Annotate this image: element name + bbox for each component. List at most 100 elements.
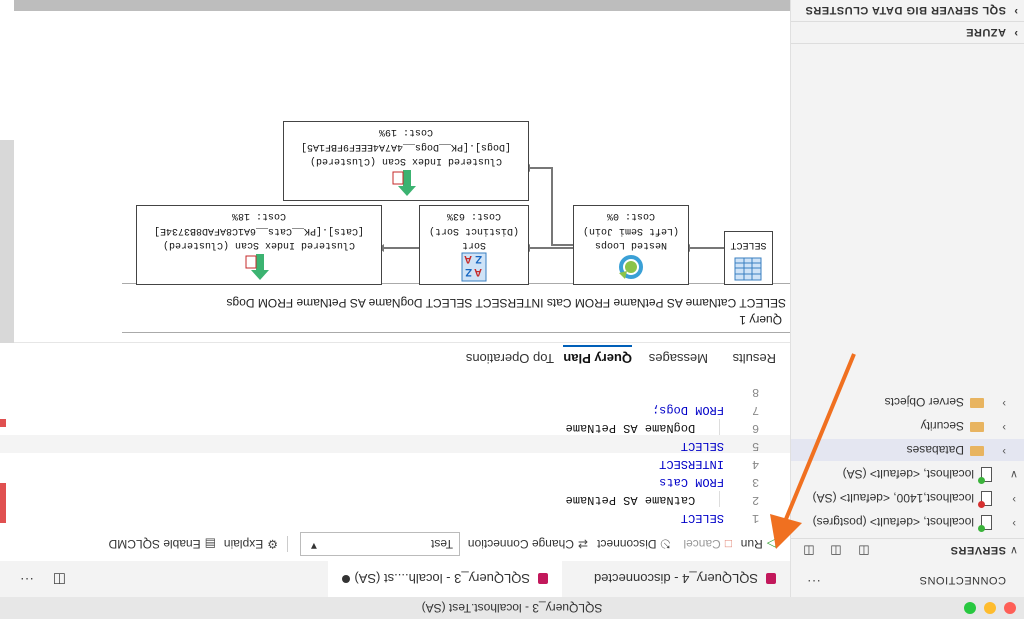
- database-select[interactable]: Test ▼: [300, 532, 460, 556]
- horizontal-scrollbar[interactable]: [14, 0, 790, 11]
- split-editor-icon[interactable]: ◫: [52, 572, 66, 588]
- query-toolbar: ▷Run □Cancel ⎋Disconnect ⇄Change Connect…: [0, 526, 790, 561]
- section-label: AZURE: [965, 26, 1006, 38]
- disconnect-button[interactable]: ⎋Disconnect: [597, 536, 670, 551]
- folder-icon: [970, 398, 984, 408]
- database-icon: [538, 573, 548, 584]
- query-info: Query 1 SELECT CatName AS PetName FROM C…: [122, 283, 790, 333]
- enable-sqlcmd-button[interactable]: ▤Enable SQLCMD: [109, 537, 216, 551]
- database-icon: [766, 573, 776, 584]
- overview-ruler-marks: [0, 419, 6, 427]
- code-text: INTERSECT: [659, 457, 724, 471]
- chevron-right-icon[interactable]: ›: [1013, 5, 1018, 17]
- code-text: SELECT: [680, 511, 724, 525]
- title-bar: SQLQuery_3 - localhost.Test (SA): [0, 596, 1024, 619]
- node-cost: Cost: 18%: [232, 210, 287, 221]
- nested-loops-icon: [619, 255, 643, 279]
- results-tabs: Results Messages Query Plan Top Operatio…: [0, 342, 790, 379]
- chevron-right-icon[interactable]: ›: [1002, 397, 1006, 409]
- window-title: SQLQuery_3 - localhost.Test (SA): [421, 601, 603, 615]
- stop-icon: □: [724, 537, 732, 551]
- cancel-button[interactable]: □Cancel: [683, 537, 732, 551]
- change-connection-label: Change Connection: [467, 537, 574, 551]
- overview-ruler-marks: [0, 483, 6, 523]
- explain-button[interactable]: ⚙Explain: [224, 537, 278, 551]
- tab-sqlquery-4[interactable]: SQLQuery_4 - disconnected: [562, 561, 790, 597]
- explain-label: Explain: [223, 537, 264, 551]
- tab-sqlquery-3[interactable]: SQLQuery_3 - localh....st (SA): [328, 561, 562, 597]
- connections-label: CONNECTIONS: [919, 574, 1006, 586]
- big-data-clusters-section-header[interactable]: › SQL SERVER BIG DATA CLUSTERS: [791, 0, 1024, 22]
- chevron-right-icon[interactable]: ›: [1012, 493, 1016, 505]
- plug-icon: ⎋: [660, 537, 671, 551]
- chevron-right-icon[interactable]: ›: [1002, 421, 1006, 433]
- more-actions-icon[interactable]: ···: [807, 574, 821, 590]
- servers-label: SERVERS: [950, 544, 1006, 556]
- azure-section-header[interactable]: › AZURE: [791, 21, 1024, 44]
- node-detail: [Dogs].[PK__Dogs__4A7A4EEEF9FBF1A5]: [300, 141, 512, 152]
- svg-text:A: A: [474, 266, 482, 278]
- tab-query-plan[interactable]: Query Plan: [563, 345, 632, 366]
- svg-text:A: A: [464, 253, 472, 265]
- code-text: DogName AS PetName: [565, 421, 724, 435]
- plan-node-cats-clustered-index-scan[interactable]: Clustered Index Scan (Clustered) [Cats].…: [136, 205, 382, 285]
- node-cost: Cost: 19%: [379, 126, 434, 137]
- database-value: Test: [430, 537, 453, 551]
- svg-text:Z: Z: [475, 253, 482, 265]
- status-dot: [978, 501, 985, 508]
- node-label: SELECT: [730, 239, 767, 250]
- arrowhead: [770, 514, 802, 549]
- sqlcmd-icon: ▤: [204, 537, 216, 551]
- unsaved-dot-icon[interactable]: [342, 575, 350, 583]
- code-text: CatName AS PetName: [565, 493, 724, 507]
- select-table-icon: [735, 257, 762, 281]
- node-detail: (Distinct Sort): [429, 225, 520, 236]
- status-dot: [978, 477, 985, 484]
- tab-top-operations[interactable]: Top Operations: [465, 351, 554, 366]
- clustered-index-scan-icon: [392, 170, 416, 196]
- connector-arrow: [530, 167, 574, 246]
- chevron-right-icon[interactable]: ›: [1002, 445, 1006, 457]
- section-label: SQL SERVER BIG DATA CLUSTERS: [804, 4, 1006, 16]
- chevron-down-icon[interactable]: ∨: [1009, 544, 1018, 556]
- toolbar-divider: [287, 536, 288, 552]
- folder-icon: [970, 422, 984, 432]
- code-text: FROM Cats: [659, 475, 724, 489]
- tab-messages[interactable]: Messages: [648, 351, 708, 366]
- change-connection-button[interactable]: ⇄Change Connection: [468, 537, 588, 551]
- plan-node-dogs-clustered-index-scan[interactable]: Clustered Index Scan (Clustered) [Dogs].…: [283, 121, 529, 201]
- editor-tabs: SQLQuery_4 - disconnected SQLQuery_3 - l…: [0, 560, 790, 597]
- sort-icon: A Z Z A: [461, 252, 487, 282]
- clustered-index-scan-icon: [245, 254, 269, 280]
- disconnect-label: Disconnect: [597, 537, 657, 551]
- server-icon: [978, 491, 992, 508]
- node-name: Sort: [462, 239, 487, 250]
- tab-label: SQLQuery_4 - disconnected: [593, 571, 758, 586]
- chevron-right-icon[interactable]: ›: [1013, 27, 1018, 39]
- results-scrollbar[interactable]: [0, 140, 14, 343]
- plan-node-sort[interactable]: A Z Z A Sort (Distinct Sort) Cost: 63%: [419, 205, 529, 285]
- node-cost: Cost: 63%: [447, 210, 502, 221]
- query-title: Query 1: [739, 313, 782, 327]
- explain-icon: ⚙: [267, 537, 278, 551]
- folder-icon: [970, 446, 984, 456]
- svg-text:Z: Z: [465, 266, 472, 278]
- node-name: Clustered Index Scan (Clustered): [162, 239, 356, 250]
- chevron-down-icon: ▼: [309, 540, 319, 551]
- change-connection-icon: ⇄: [577, 537, 588, 551]
- code-text: SELECT: [680, 439, 724, 453]
- chevron-down-icon[interactable]: ∨: [1009, 468, 1018, 480]
- arrow-shaft: [784, 353, 856, 520]
- plan-node-nested-loops[interactable]: Nested Loops (Left Semi Join) Cost: 0%: [573, 205, 689, 285]
- more-actions-icon[interactable]: ···: [20, 572, 34, 588]
- enable-sqlcmd-label: Enable SQLCMD: [108, 537, 201, 551]
- code-text: FROM Dogs;: [651, 403, 724, 417]
- node-detail: [Cats].[PK__Cats__6A1C8AFAD8B3734E]: [153, 225, 365, 236]
- node-name: Clustered Index Scan (Clustered): [309, 155, 503, 166]
- node-detail: (Left Semi Join): [583, 225, 680, 236]
- chevron-right-icon[interactable]: ›: [1012, 517, 1016, 529]
- connections-header: CONNECTIONS ···: [791, 563, 1024, 597]
- plan-node-select[interactable]: SELECT: [724, 231, 773, 285]
